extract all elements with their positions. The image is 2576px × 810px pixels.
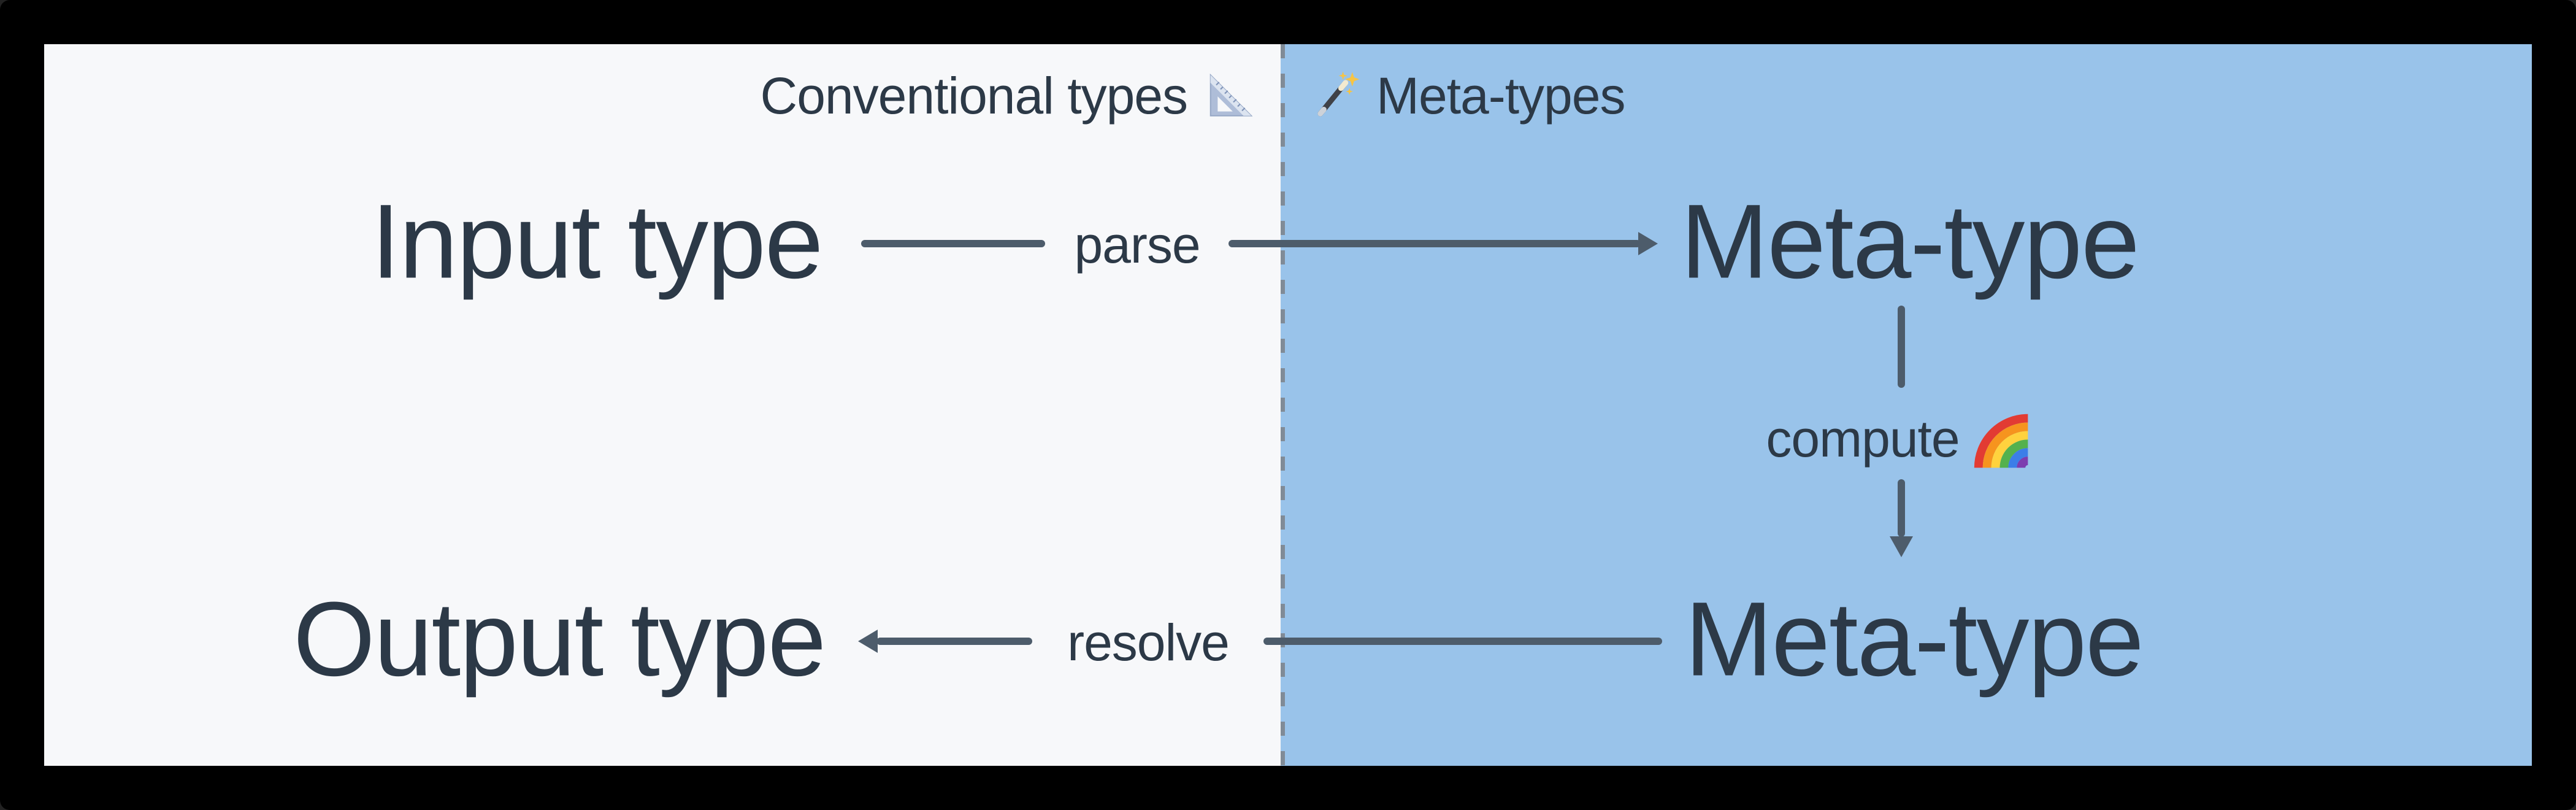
parse-arrow-line-left xyxy=(861,240,1045,247)
resolve-arrow-line-right xyxy=(1263,638,1662,645)
conventional-types-header: Conventional types xyxy=(761,68,1256,124)
compute-edge-label: compute xyxy=(1766,408,2042,469)
magic-wand-icon xyxy=(1317,71,1360,117)
compute-arrowhead-icon xyxy=(1890,536,1913,557)
conventional-types-panel xyxy=(44,44,1281,766)
meta-types-header: Meta-types xyxy=(1310,68,1625,124)
compute-arrow-line-bottom xyxy=(1898,479,1905,537)
meta-type-bottom-node: Meta-type xyxy=(1685,580,2144,698)
meta-type-top-node: Meta-type xyxy=(1681,182,2140,301)
resolve-arrowhead-icon xyxy=(858,630,878,653)
meta-types-panel xyxy=(1281,44,2532,766)
rainbow-icon xyxy=(1974,414,2029,468)
compute-arrow-line-top xyxy=(1898,306,1905,388)
parse-edge-label: parse xyxy=(1074,216,1200,274)
input-type-node: Input type xyxy=(371,182,823,301)
conventional-types-label: Conventional types xyxy=(760,67,1188,125)
triangular-ruler-icon xyxy=(1209,73,1253,117)
meta-types-label: Meta-types xyxy=(1376,67,1625,125)
resolve-edge-label: resolve xyxy=(1067,614,1230,671)
resolve-arrow-line-left xyxy=(876,638,1032,645)
parse-arrowhead-icon xyxy=(1638,232,1658,255)
panel-divider-dashed-line xyxy=(1281,44,1285,766)
parse-arrow-line-right xyxy=(1229,240,1641,247)
compute-label-text: compute xyxy=(1766,410,1960,468)
output-type-node: Output type xyxy=(293,580,826,698)
